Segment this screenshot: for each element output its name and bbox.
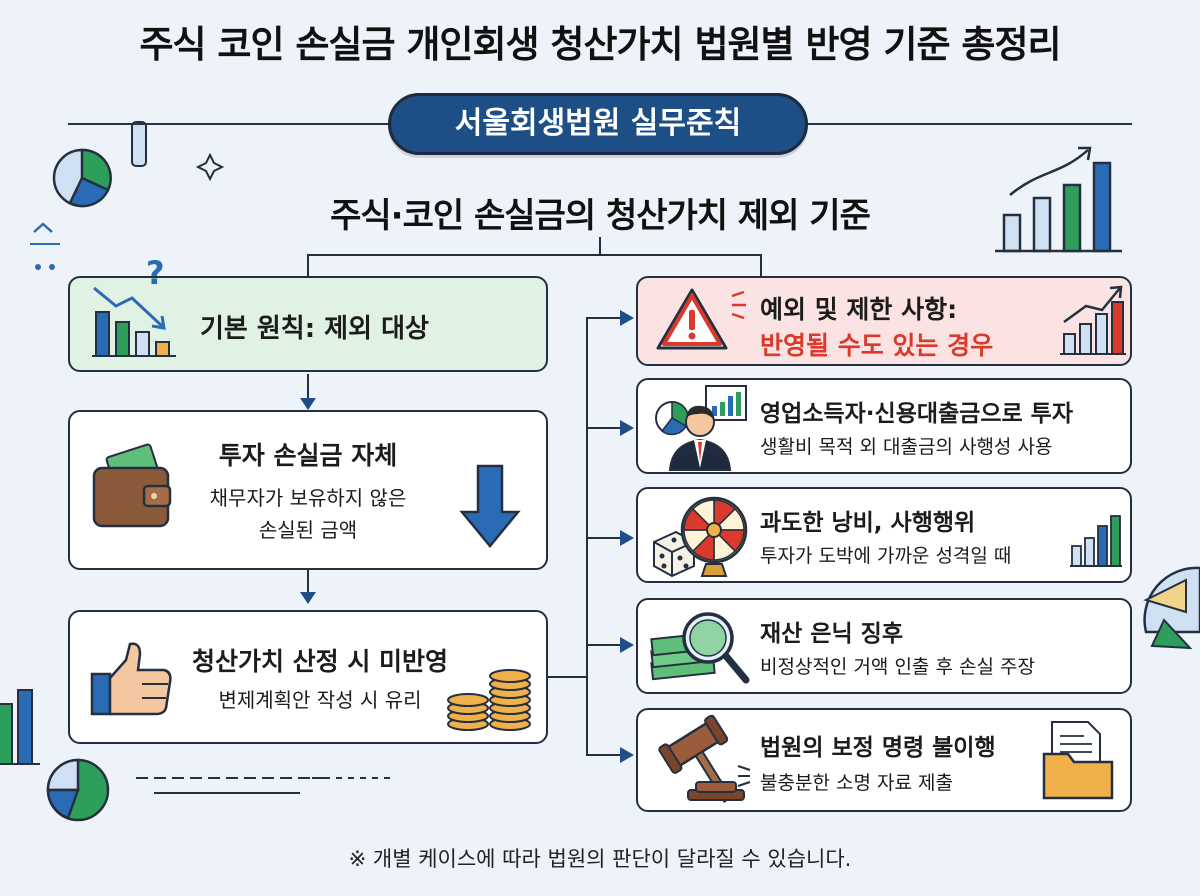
divider-left bbox=[68, 123, 390, 125]
connector bbox=[760, 254, 762, 276]
alert-lines-icon bbox=[731, 290, 746, 320]
footnote: ※ 개별 케이스에 따라 법원의 판단이 달라질 수 있습니다. bbox=[348, 847, 852, 871]
pie-bottom-left-decor-icon bbox=[46, 758, 110, 822]
magnifier-money-icon bbox=[650, 612, 750, 684]
sparkle-icon bbox=[195, 152, 225, 182]
exception-item-desc: 불충분한 소명 자료 제출 bbox=[760, 772, 953, 794]
thumbs-up-icon bbox=[90, 642, 172, 716]
connector bbox=[307, 254, 309, 276]
connector bbox=[599, 237, 601, 255]
coins-icon bbox=[447, 669, 531, 731]
exception-title: 예외 및 제한 사항: bbox=[760, 295, 958, 324]
growth-chart-decor-icon bbox=[995, 146, 1122, 253]
gavel-icon bbox=[658, 714, 745, 803]
exception-item-title: 법원의 보정 명령 불이행 bbox=[760, 735, 996, 761]
businessman-icon bbox=[655, 385, 747, 471]
principle-label: 기본 원칙: 제외 대상 bbox=[200, 314, 429, 344]
liquidation-desc: 변제계획안 작성 시 유리 bbox=[218, 688, 422, 712]
bars-bottom-left-decor-icon bbox=[0, 689, 40, 765]
page-title: 주식 코인 손실금 개인회생 청산가치 법원별 반영 기준 총정리 bbox=[139, 23, 1061, 66]
wallet-icon bbox=[92, 443, 172, 528]
pie-chart-decor-icon bbox=[52, 148, 112, 208]
loss-desc-line2: 손실된 금액 bbox=[258, 518, 358, 542]
loss-title: 투자 손실금 자체 bbox=[218, 441, 398, 470]
folder-document-icon bbox=[1042, 721, 1114, 800]
exception-item-title: 과도한 낭비, 사행행위 bbox=[760, 510, 976, 536]
exception-subtitle: 반영될 수도 있는 경우 bbox=[760, 331, 994, 360]
flow-arrows-left bbox=[300, 374, 316, 604]
question-mark-icon: ? bbox=[146, 254, 165, 292]
down-arrow-icon bbox=[459, 464, 521, 548]
exception-item-title: 영업소득자·신용대출금으로 투자 bbox=[760, 401, 1073, 427]
court-label-badge: 서울회생법원 실무준칙 bbox=[388, 93, 808, 155]
warning-icon bbox=[656, 288, 728, 350]
bar-chart-icon bbox=[1070, 515, 1122, 567]
branch-arrows bbox=[586, 310, 634, 763]
liquidation-title: 청산가치 산정 시 미반영 bbox=[191, 647, 449, 676]
bar-decor bbox=[131, 121, 147, 167]
exception-item-title: 재산 은닉 징후 bbox=[760, 621, 903, 647]
bar-chart-down-icon bbox=[92, 286, 176, 357]
exception-box bbox=[636, 276, 1132, 366]
divider-right bbox=[806, 123, 1132, 125]
diagram-subtitle: 주식·코인 손실금의 청산가치 제외 기준 bbox=[330, 196, 871, 236]
exception-item-desc: 생활비 목적 외 대출금의 사행성 사용 bbox=[760, 436, 1053, 458]
exception-item-desc: 비정상적인 거액 인출 후 손실 주장 bbox=[760, 656, 1035, 678]
bar-chart-up-icon bbox=[1060, 285, 1126, 355]
exception-item-desc: 투자가 도박에 가까운 성격일 때 bbox=[760, 545, 1012, 567]
connector bbox=[547, 676, 587, 678]
loss-desc-line1: 채무자가 보유하지 않은 bbox=[209, 486, 407, 510]
pie-chart-right-decor-icon bbox=[1143, 566, 1200, 650]
connector bbox=[307, 254, 762, 256]
roulette-icon bbox=[680, 496, 748, 577]
impact-lines-icon bbox=[737, 765, 751, 787]
